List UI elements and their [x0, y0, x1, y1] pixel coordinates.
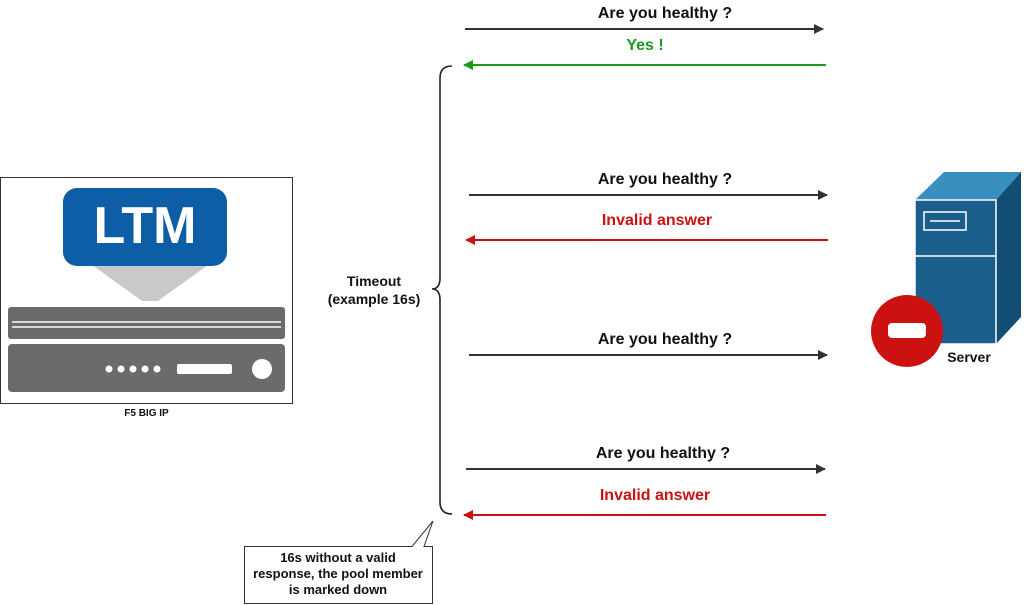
logo-pointer	[92, 265, 208, 301]
f5-bigip-device	[0, 177, 293, 404]
status-led	[141, 365, 149, 373]
timeout-brace	[431, 65, 453, 515]
callout-line-3: is marked down	[288, 582, 388, 597]
power-button-icon	[252, 359, 272, 379]
status-led	[153, 365, 161, 373]
callout-box	[244, 520, 434, 604]
down-status-icon	[871, 295, 943, 367]
device-caption: F5 BIG IP	[124, 408, 169, 419]
callout-line-1: 16s without a valid	[280, 550, 396, 565]
callout-line-2: response, the pool member	[253, 566, 423, 581]
message-label-2: Yes !	[626, 37, 664, 54]
message-label-7: Invalid answer	[599, 487, 711, 504]
ltm-badge	[63, 188, 227, 266]
display-slot	[177, 364, 232, 374]
status-led	[105, 365, 113, 373]
server-icon	[914, 172, 1021, 345]
message-label-6: Are you healthy ?	[595, 445, 731, 462]
server-caption: Server	[947, 349, 991, 365]
message-label-1: Are you healthy ?	[597, 5, 733, 22]
callout-text: 16s without a valid response, the pool m…	[244, 546, 432, 603]
message-label-4: Invalid answer	[601, 212, 713, 229]
message-label-3: Are you healthy ?	[597, 171, 733, 188]
timeout-line-2: (example 16s)	[327, 291, 421, 307]
timeout-label: Timeout (example 16s)	[318, 272, 430, 308]
ltm-logo-text: LTM	[93, 197, 197, 255]
message-label-5: Are you healthy ?	[597, 331, 733, 348]
status-led	[129, 365, 137, 373]
timeout-line-1: Timeout	[346, 273, 402, 289]
status-led	[117, 365, 125, 373]
